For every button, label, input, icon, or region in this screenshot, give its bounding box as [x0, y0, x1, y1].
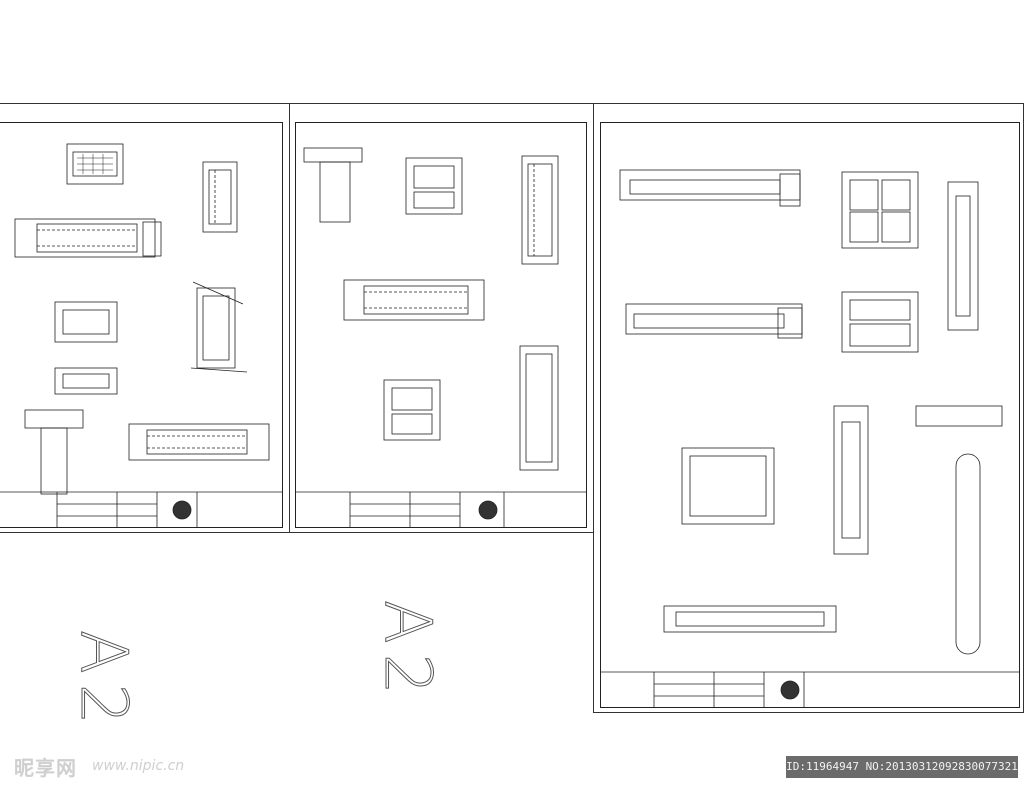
left-sheet-drawings [0, 143, 283, 528]
watermark-logo: 昵享网 [14, 756, 77, 780]
left-sheet-size-label: A2 [66, 630, 141, 736]
right-sheet-drawings [600, 169, 1020, 708]
image-id-bar: ID:11964947 NO:20130312092830077321 [786, 756, 1018, 778]
right-drawing-sheet [593, 103, 1024, 713]
middle-sheet-drawings [295, 147, 587, 528]
middle-drawing-sheet [289, 103, 594, 533]
left-drawing-sheet [0, 103, 290, 533]
middle-sheet-border [295, 122, 587, 528]
middle-sheet-size-label: A2 [370, 600, 445, 706]
left-sheet-border [0, 122, 283, 528]
right-sheet-border [600, 122, 1020, 708]
watermark-url: www.nipic.cn [92, 758, 185, 774]
